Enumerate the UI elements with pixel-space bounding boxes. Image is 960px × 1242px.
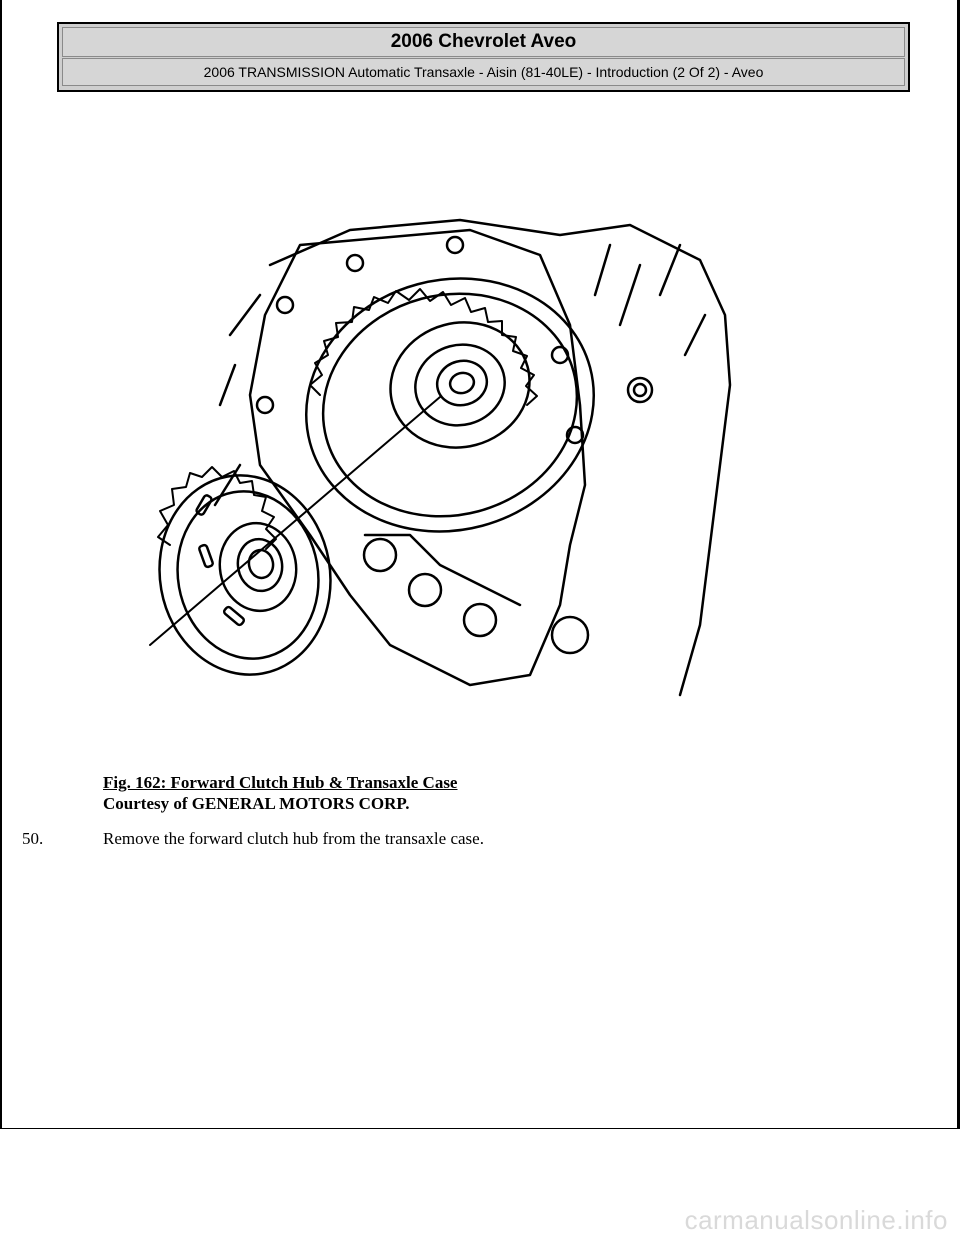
forward-clutch-hub-illustration <box>140 205 740 705</box>
alignment-line <box>149 396 441 646</box>
step-text: Remove the forward clutch hub from the t… <box>103 829 484 848</box>
figure-credit: Courtesy of GENERAL MOTORS CORP. <box>103 794 410 813</box>
page-border <box>0 0 960 1129</box>
forward-clutch-hub <box>158 474 332 676</box>
header-subtitle: 2006 TRANSMISSION Automatic Transaxle - … <box>62 58 905 86</box>
watermark-logo: carmanualsonline.info <box>684 1205 948 1235</box>
figure-caption: Fig. 162: Forward Clutch Hub & Transaxle… <box>103 772 457 814</box>
clutch-drum-outer <box>305 277 595 533</box>
figure-title: Fig. 162: Forward Clutch Hub & Transaxle… <box>103 773 458 792</box>
case-outline <box>248 228 587 687</box>
step-number: 50. <box>22 829 44 848</box>
document-header: 2006 Chevrolet Aveo 2006 TRANSMISSION Au… <box>57 22 910 92</box>
case-outer-flange <box>268 218 732 697</box>
procedure-step: 50. Remove the forward clutch hub from th… <box>22 829 484 849</box>
page-left-border <box>0 0 2 1128</box>
header-title: 2006 Chevrolet Aveo <box>62 27 905 57</box>
